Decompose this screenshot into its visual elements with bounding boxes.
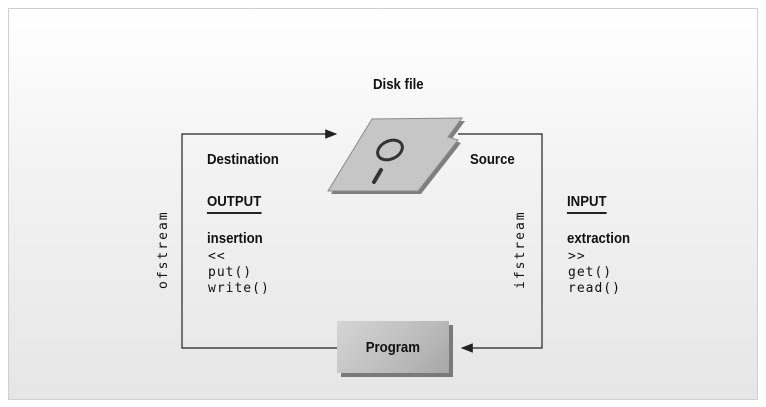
input-operation: extraction (567, 230, 631, 247)
disk-file-label: Disk file (373, 76, 424, 93)
input-method-get: get() (568, 265, 613, 280)
program-label: Program (365, 338, 421, 356)
input-flow-line (458, 133, 543, 353)
output-method-put: put() (208, 265, 253, 280)
output-flow-line (181, 129, 338, 349)
input-heading-text: INPUT (567, 193, 607, 214)
destination-label: Destination (207, 151, 279, 168)
source-label: Source (470, 151, 515, 168)
ifstream-label: ifstream (513, 210, 528, 289)
input-heading: INPUT (567, 193, 607, 214)
output-operator: << (208, 249, 226, 264)
input-method-read: read() (568, 281, 621, 296)
ofstream-label: ofstream (156, 210, 171, 289)
output-heading-text: OUTPUT (207, 193, 262, 214)
floppy-disk-icon (327, 117, 465, 194)
output-heading: OUTPUT (207, 193, 262, 214)
program-box: Program (337, 321, 449, 373)
input-operator: >> (568, 249, 586, 264)
output-method-write: write() (208, 281, 270, 296)
output-operation: insertion (207, 230, 263, 247)
